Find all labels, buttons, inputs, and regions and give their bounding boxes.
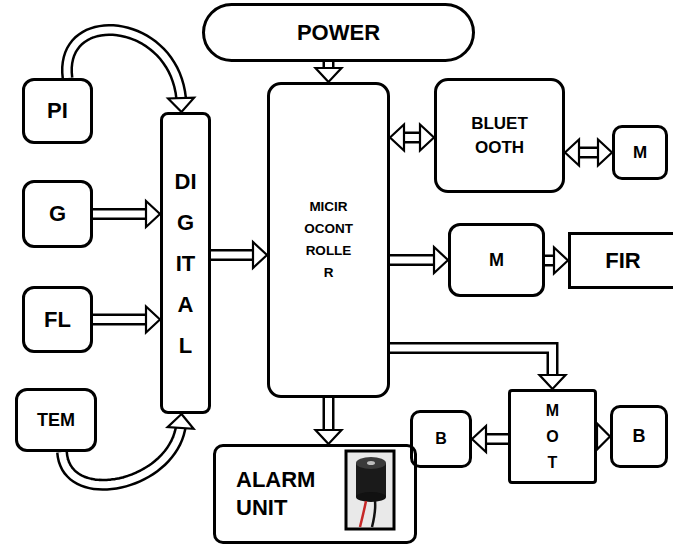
node-label: DIGITAL [175, 161, 197, 366]
arrow-shaft-outline [323, 398, 335, 430]
connector-arrow [211, 242, 267, 268]
arrow-head [434, 247, 448, 273]
arrow-shaft-outline [486, 433, 508, 445]
arrow-head [146, 201, 160, 227]
connector-arrow [390, 247, 448, 273]
connector-arrow [316, 398, 342, 444]
arrow-head [420, 125, 434, 151]
arrow-shaft-fill [325, 398, 332, 430]
picture-frame [346, 451, 394, 529]
module-box: M [612, 125, 668, 180]
arrow-shaft-fill [62, 428, 181, 485]
arrow-shaft-fill [579, 149, 598, 156]
node-label: POWER [297, 20, 380, 46]
arrow-shaft-outline [93, 314, 146, 326]
power-box: POWER [202, 3, 475, 62]
arrow-shaft-outline [545, 255, 554, 267]
arrow-shaft-outline [211, 249, 253, 261]
red-wire [360, 501, 366, 527]
connector-arrow [316, 62, 342, 82]
motor-box: MOT [508, 389, 597, 484]
sensor-box: FL [22, 286, 93, 353]
arrow-head [565, 140, 579, 166]
node-label: ALARM UNIT [236, 466, 341, 522]
sensor-box: PI [22, 78, 93, 144]
microcontroller-box: MICIR OCONT ROLLE R [267, 82, 390, 398]
arrow-head [597, 424, 610, 450]
connector-arrow [390, 348, 566, 389]
arrow-head [253, 242, 267, 268]
connector-arrow [597, 424, 610, 450]
node-label: B [633, 426, 646, 447]
node-label: FIR [605, 248, 640, 274]
buzzer-hole [367, 461, 375, 465]
arrow-head [554, 248, 568, 274]
arrow-shaft-outline [93, 208, 146, 220]
output-box: B [610, 405, 668, 468]
arrow-head [316, 68, 342, 82]
output-box: B [410, 410, 472, 468]
arrow-shaft-fill [390, 257, 434, 264]
arrow-shaft-fill [67, 30, 181, 98]
arrow-shaft-outline [390, 254, 434, 266]
connector-arrow [93, 307, 160, 333]
arrow-head [540, 375, 566, 389]
connector-arrow [472, 426, 508, 452]
arrow-shaft-outline [390, 348, 553, 375]
connector-arrow [67, 30, 194, 112]
arrow-head [168, 414, 194, 429]
arrow-head [598, 140, 612, 166]
connector-arrow [390, 125, 434, 151]
connector-arrow [93, 201, 160, 227]
arrow-shaft-outline [579, 147, 598, 159]
alarm-box: ALARM UNIT [213, 444, 417, 544]
node-label: FL [44, 307, 71, 333]
node-label: B [435, 430, 447, 448]
node-label: MOT [545, 398, 561, 476]
node-label: BLUET OOTH [462, 112, 537, 160]
module-box: M [448, 223, 545, 297]
node-label: M [633, 143, 647, 163]
buzzer-picture [344, 449, 396, 531]
node-label: TEM [37, 410, 75, 431]
buzzer-base [356, 492, 386, 502]
sensor-box: TEM [15, 388, 97, 452]
node-label: MICIR OCONT ROLLE R [300, 196, 358, 284]
arrow-shaft-outline [404, 132, 420, 144]
connector-arrow [545, 248, 568, 274]
fire-box: FIR [568, 232, 673, 289]
sensor-box: G [22, 180, 93, 248]
bluetooth-box: BLUET OOTH [434, 78, 565, 193]
arrow-head [146, 307, 160, 333]
buzzer-top [356, 457, 386, 469]
arrow-shaft-fill [486, 436, 508, 443]
arrow-shaft-fill [93, 211, 146, 218]
arrow-shaft-fill [211, 252, 253, 259]
arrow-head [316, 430, 342, 444]
connector-arrow [565, 140, 612, 166]
node-label: G [49, 201, 66, 227]
arrow-head [472, 426, 486, 452]
black-wire [372, 501, 375, 527]
node-label: PI [47, 98, 68, 124]
arrow-shaft-fill [93, 316, 146, 323]
arrow-shaft-fill [545, 257, 554, 264]
arrow-head [168, 98, 194, 112]
arrow-shaft-fill [390, 348, 553, 375]
digital-bus: DIGITAL [160, 112, 211, 414]
arrow-shaft-fill [404, 134, 420, 141]
arrow-shaft-outline [62, 428, 181, 485]
node-label: M [489, 250, 504, 271]
arrow-shaft-outline [67, 30, 181, 98]
arrow-head [390, 125, 404, 151]
